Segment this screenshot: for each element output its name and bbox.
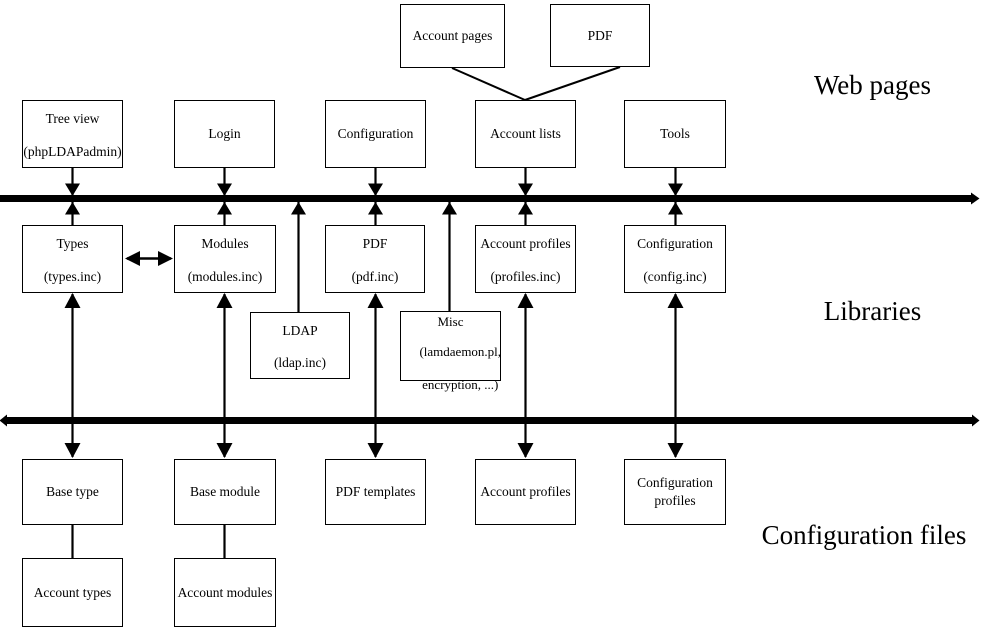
box-account-pages: Account pages — [400, 4, 505, 68]
bottom-bus-line — [0, 414, 980, 427]
box-configuration-profiles: Configuration profiles — [624, 459, 726, 525]
box-types: Types (types.inc) — [22, 225, 123, 293]
box-pdf-lib-sublabel: (pdf.inc) — [351, 268, 399, 284]
link-pdf-accountlists — [524, 66, 621, 101]
box-account-pages-label: Account pages — [412, 28, 493, 44]
box-login-label: Login — [208, 126, 241, 142]
connector-configlib-configprofiles — [667, 293, 684, 458]
box-ldap-label: LDAP — [282, 323, 318, 338]
box-tools-label: Tools — [660, 126, 690, 142]
box-configuration-lib: Configuration (config.inc) — [624, 225, 726, 293]
box-misc: Misc (lamdaemon.pl, encryption, ...) — [400, 311, 502, 392]
top-bus-line — [0, 192, 980, 205]
box-misc-sublabel-1: (lamdaemon.pl, — [419, 344, 502, 360]
box-tree-view-sublabel: (phpLDAPadmin) — [23, 143, 122, 159]
box-base-module: Base module — [174, 459, 276, 525]
connector-tools-bus — [668, 168, 683, 226]
box-account-types-label: Account types — [33, 584, 112, 600]
box-account-profiles-lib-sublabel: (profiles.inc) — [490, 268, 561, 284]
top-bus-right-arrow-icon — [971, 192, 980, 205]
box-tools: Tools — [624, 100, 726, 168]
box-pdf-lib: PDF (pdf.inc) — [325, 225, 425, 293]
box-account-lists-label: Account lists — [490, 126, 561, 142]
box-account-modules-label: Account modules — [177, 584, 273, 600]
box-misc-sublabel-2: encryption, ...) — [422, 376, 499, 392]
box-pdf-page-label: PDF — [587, 27, 613, 43]
section-label-configuration-files: Configuration files — [761, 520, 967, 550]
box-account-lists: Account lists — [475, 100, 576, 168]
section-label-libraries: Libraries — [823, 296, 922, 326]
box-pdf-templates: PDF templates — [325, 459, 426, 525]
box-account-modules: Account modules — [174, 558, 276, 627]
connector-treeview-bus — [65, 168, 80, 226]
connector-types-basetype — [64, 293, 81, 458]
box-types-sublabel: (types.inc) — [43, 268, 102, 284]
box-ldap: LDAP (ldap.inc) — [250, 312, 350, 379]
link-accountpages-accountlists — [451, 67, 526, 101]
connector-login-bus — [217, 168, 232, 226]
connector-accountlists-bus — [518, 168, 533, 226]
connector-profileslib-profilesfile — [517, 293, 534, 458]
box-configuration-page-label: Configuration — [337, 126, 414, 142]
box-modules-label: Modules — [201, 236, 249, 251]
box-tree-view-label: Tree view — [45, 111, 100, 126]
box-configuration-profiles-sublabel: profiles — [654, 493, 696, 508]
connector-types-modules — [125, 251, 173, 266]
box-base-module-label: Base module — [189, 484, 261, 500]
box-configuration-lib-label: Configuration — [637, 236, 713, 251]
box-base-type: Base type — [22, 459, 123, 525]
box-account-profiles-file-label: Account profiles — [480, 484, 571, 500]
box-pdf-lib-label: PDF — [362, 236, 388, 251]
box-configuration-page: Configuration — [325, 100, 426, 168]
box-modules-sublabel: (modules.inc) — [187, 268, 263, 284]
box-tree-view: Tree view (phpLDAPadmin) — [22, 100, 123, 168]
box-account-profiles-lib-label: Account profiles — [480, 236, 571, 251]
box-types-label: Types — [56, 236, 89, 251]
box-base-type-label: Base type — [46, 484, 99, 500]
box-login: Login — [174, 100, 275, 168]
box-account-profiles-file: Account profiles — [475, 459, 576, 525]
box-configuration-profiles-label: Configuration — [637, 474, 713, 490]
box-pdf-page: PDF — [550, 4, 650, 67]
box-configuration-lib-sublabel: (config.inc) — [643, 268, 707, 284]
connector-ldap-bus — [291, 202, 306, 312]
box-pdf-templates-label: PDF templates — [335, 484, 416, 500]
box-modules: Modules (modules.inc) — [174, 225, 276, 293]
section-label-web-pages: Web pages — [813, 70, 932, 100]
bottom-bus-right-arrow-icon — [972, 414, 980, 427]
bottom-bus-left-arrow-icon — [0, 414, 7, 427]
connector-configuration-bus — [368, 168, 383, 226]
box-ldap-sublabel: (ldap.inc) — [273, 354, 327, 370]
box-account-profiles-lib: Account profiles (profiles.inc) — [475, 225, 576, 293]
connector-pdflib-pdftemplates — [367, 293, 384, 458]
connector-modules-basemodule — [216, 293, 233, 458]
box-account-types: Account types — [22, 558, 123, 627]
connector-misc-bus — [442, 202, 457, 311]
box-misc-label: Misc — [437, 314, 464, 329]
